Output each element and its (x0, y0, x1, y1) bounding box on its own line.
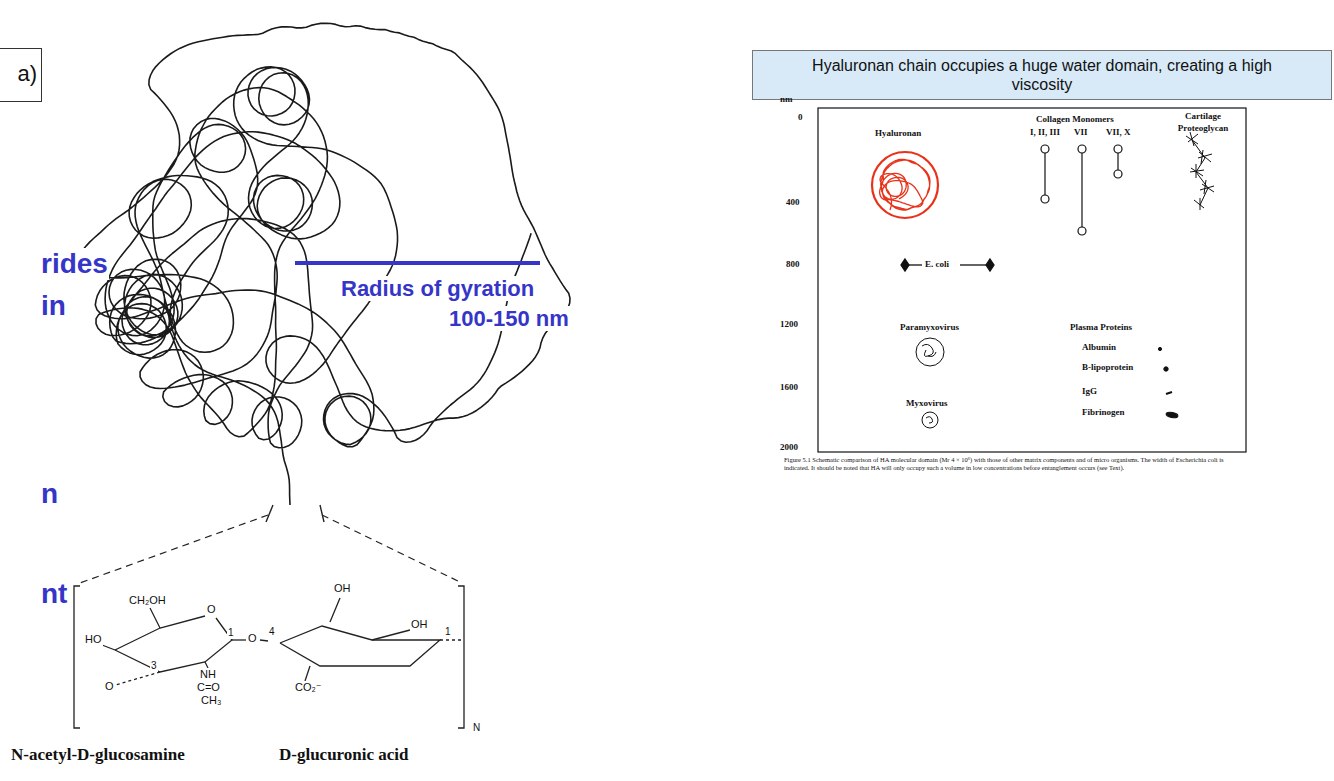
figure-caption: Figure 5.1 Schematic comparison of HA mo… (784, 456, 1242, 473)
plot-frame (818, 108, 1246, 452)
cut-text: in (40, 290, 67, 322)
item-label: Myxovirus (906, 398, 948, 408)
atom-label: OH (333, 582, 352, 595)
axis-tick: 1600 (780, 382, 798, 392)
axis-unit: nm (780, 94, 793, 104)
hyaluronan-tangle (880, 159, 930, 210)
atom-label: OH (410, 618, 429, 631)
item-label: Hyaluronan (875, 128, 921, 138)
atom-label: CO₂⁻ (294, 681, 323, 694)
axis-tick: 0 (798, 112, 803, 122)
item-label: VII, X (1106, 127, 1131, 137)
cut-text: rides (40, 248, 109, 280)
item-label: Albumin (1082, 342, 1116, 352)
zoom-ticks (266, 505, 324, 522)
plasma-protein-shapes (1158, 347, 1178, 418)
cut-text: n (40, 478, 59, 510)
item-label: IgG (1082, 386, 1097, 396)
item-label: Cartilage Proteoglycan (1170, 111, 1236, 134)
item-label: Fibrinogen (1082, 407, 1125, 417)
monomer-name: D-glucuronic acid (278, 745, 410, 765)
atom-label: C=O (196, 681, 221, 694)
ecoli-width (901, 259, 994, 271)
radius-value: 100-150 nm (448, 306, 570, 331)
atom-label: CH₂OH (128, 594, 167, 607)
chemical-structure (74, 586, 464, 728)
atom-label: CH₃ (200, 694, 222, 707)
partial-box: a) (0, 48, 42, 102)
axis-tick: 1200 (780, 319, 798, 329)
item-label: VII (1074, 127, 1088, 137)
cartilage-proteoglycan (1186, 132, 1214, 210)
header-box: Hyaluronan chain occupies a huge water d… (752, 50, 1332, 100)
virus-symbols (916, 338, 944, 428)
collagen-monomers (1041, 145, 1122, 235)
axis-tick: 2000 (780, 442, 798, 452)
axis-tick: 800 (786, 259, 800, 269)
item-label: B-lipoprotein (1082, 362, 1133, 372)
box-text: Hyaluronan chain occupies a huge water d… (793, 56, 1291, 94)
atom-number: 1 (444, 626, 452, 638)
monomer-name: N-acetyl-D-glucosamine (10, 745, 186, 765)
atom-label: O (104, 680, 115, 693)
atom-label: HO (84, 633, 103, 646)
box-text: a) (0, 61, 37, 87)
repeat-index: N (472, 722, 481, 734)
atom-number: 4 (268, 626, 276, 638)
hyaluronan-domain (872, 152, 938, 218)
item-label: Paramyxovirus (900, 322, 959, 332)
hyaluronan-coil (78, 23, 570, 505)
atom-label: NH (199, 668, 217, 681)
axis-tick: 400 (786, 197, 800, 207)
atom-label: O (247, 632, 258, 645)
radius-line (295, 261, 540, 265)
item-label: Collagen Monomers (1036, 114, 1114, 124)
atom-number: 1 (227, 627, 235, 639)
atom-number: 3 (150, 660, 158, 672)
item-label: Plasma Proteins (1070, 322, 1132, 332)
radius-label: Radius of gyration (340, 276, 535, 301)
zoom-lines (80, 515, 462, 583)
atom-label: O (206, 603, 217, 616)
item-label: E. coli (924, 259, 950, 269)
cut-text: nt (40, 578, 68, 610)
item-label: I, II, III (1030, 127, 1060, 137)
